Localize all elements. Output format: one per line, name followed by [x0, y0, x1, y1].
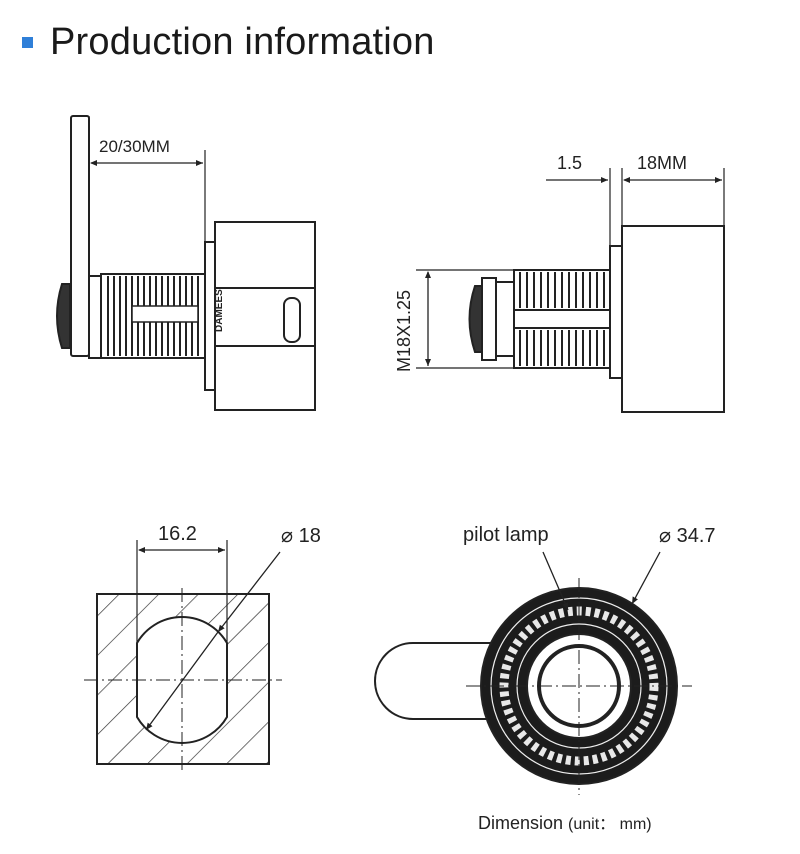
dim-label-1-5: 1.5 [557, 153, 582, 173]
key-head [56, 283, 71, 349]
thread-lower [513, 327, 611, 369]
dim-label-18mm: 18MM [637, 153, 687, 173]
thread-spec-label: M18X1.25 [394, 290, 414, 372]
dim-label-dia-18: ⌀ 18 [281, 525, 321, 547]
dimension-caption: Dimension (unit： mm) [478, 813, 652, 833]
dim-label-20-30: 20/30MM [99, 137, 170, 156]
body-engraving: DAMEES [214, 289, 225, 332]
nut [88, 275, 102, 359]
key-head-2 [468, 285, 483, 353]
dimension-label: Dimension [478, 813, 563, 833]
unit-label: (unit： mm) [568, 816, 652, 833]
thread-view [416, 168, 725, 413]
dim-label-16-2: 16.2 [158, 523, 197, 545]
leader-34-7 [631, 551, 661, 605]
threaded-body [100, 273, 206, 359]
lock-head [214, 221, 316, 411]
lock-head-2 [621, 225, 725, 413]
usb-port [283, 297, 301, 343]
thread-upper [513, 269, 611, 311]
leader-18 [217, 551, 281, 633]
page-header: Production information [22, 14, 435, 70]
leader-pilot-lamp [542, 551, 569, 611]
cutout-view [84, 540, 282, 770]
title-bullet [22, 36, 33, 48]
cam-plate [70, 115, 90, 357]
flange-2 [609, 245, 623, 379]
dim-label-dia-34-7: ⌀ 34.7 [659, 525, 716, 547]
pilot-lamp-label: pilot lamp [463, 524, 549, 546]
page-title: Production information [50, 20, 435, 63]
side-view [56, 115, 316, 411]
front-view [374, 551, 692, 795]
